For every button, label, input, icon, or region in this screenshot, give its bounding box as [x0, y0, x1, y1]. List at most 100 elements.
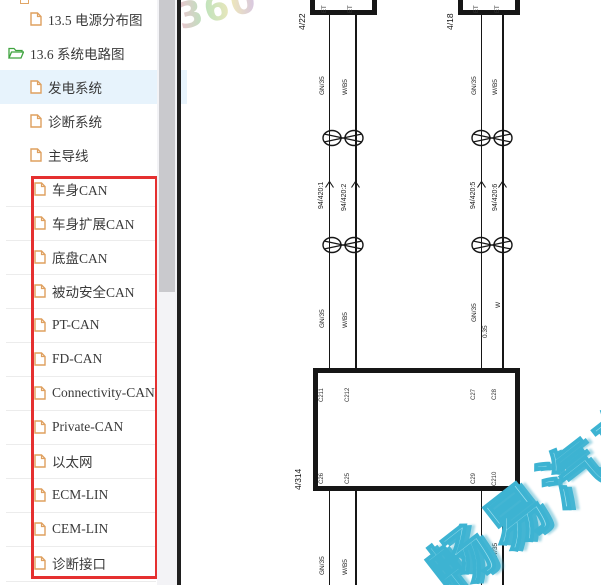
pin-label: C212 [345, 387, 351, 402]
file-icon [34, 352, 46, 366]
pane-divider[interactable] [177, 0, 181, 585]
sidebar-item-power-distribution[interactable]: 13.5 电源分布图 [0, 2, 187, 36]
file-icon [34, 318, 46, 332]
circuit-id-label: 94/420:6 [492, 183, 499, 211]
file-icon [34, 216, 46, 230]
sidebar-item-label: 诊断接口 [52, 557, 106, 572]
scrollbar-thumb[interactable] [159, 0, 175, 292]
wire-color-label: W/B5 [342, 79, 349, 95]
row-divider [6, 444, 156, 445]
sidebar-item-label: PT-CAN [52, 317, 100, 332]
sidebar-item-main-harness[interactable]: 主导线 [0, 138, 187, 172]
file-icon [34, 556, 46, 570]
sidebar-item-label: 13.6 系统电路图 [30, 47, 125, 62]
sidebar-item-diagnostic-system[interactable]: 诊断系统 [0, 104, 187, 138]
sidebar-item-ethernet[interactable]: 以太网 [0, 444, 191, 478]
row-divider [6, 581, 156, 582]
component-box-4-18 [458, 0, 520, 15]
pin-label: C27 [471, 388, 477, 400]
row-divider [6, 478, 156, 479]
sidebar-item-label: 以太网 [52, 455, 93, 470]
component-id-label: 4/18 [445, 13, 455, 30]
wiring-diagram-canvas: 360 4/22 4/18 ET ET ET ET 94/420:1 [181, 0, 601, 585]
sidebar-item-body-ext-can[interactable]: 车身扩展CAN [0, 206, 191, 240]
sidebar-item-system-circuits-folder[interactable]: 13.6 系统电路图 [0, 36, 165, 70]
wire-color-label: W/35 [492, 542, 499, 558]
wire-can-high-right [501, 491, 504, 585]
file-icon [34, 522, 46, 536]
sidebar-item-chassis-can[interactable]: 底盘CAN [0, 240, 191, 274]
sidebar-item-label: ECM-LIN [52, 487, 109, 502]
wire-can-low-left [329, 491, 331, 585]
sidebar-item-connectivity-can[interactable]: Connectivity-CAN [0, 376, 191, 410]
pin-label: C26 [319, 472, 325, 484]
direction-arrow-icon [498, 181, 507, 188]
sidebar-item-body-can[interactable]: 车身CAN [0, 172, 191, 206]
sidebar-item-diagnostic-port[interactable]: 诊断接口 [0, 546, 191, 580]
pin-label: ET [348, 5, 354, 13]
wire-size-label: 0.35 [482, 325, 489, 338]
file-icon [34, 420, 46, 434]
row-divider [6, 376, 156, 377]
sidebar-item-label: FD-CAN [52, 351, 103, 366]
file-icon [30, 148, 42, 162]
row-divider [6, 546, 156, 547]
pin-label: ET [495, 5, 501, 13]
sidebar-item-passive-safety-can[interactable]: 被动安全CAN [0, 274, 191, 308]
component-id-label: 4/314 [293, 468, 303, 490]
row-divider [6, 274, 156, 275]
site-logo: 360 [181, 0, 262, 38]
folder-open-icon [8, 47, 24, 59]
pin-label: C28 [492, 388, 498, 400]
file-icon [34, 488, 46, 502]
sidebar-item-label: 车身CAN [52, 183, 108, 198]
sidebar-scrollbar[interactable] [157, 0, 177, 585]
direction-arrow-icon [477, 181, 486, 188]
wire-can-high-right [501, 15, 504, 368]
row-divider [6, 206, 156, 207]
pin-label: C25 [345, 472, 351, 484]
wire-can-high-left [354, 15, 357, 368]
sidebar-item-label: 底盘CAN [52, 251, 108, 266]
sidebar-item-ecm-lin[interactable]: ECM-LIN [0, 478, 191, 512]
file-icon [34, 250, 46, 264]
wire-color-label: W/B5 [342, 559, 349, 575]
sidebar-item-label: 车身扩展CAN [52, 217, 135, 232]
row-divider [6, 308, 156, 309]
sidebar-item-label: 诊断系统 [48, 115, 102, 130]
wire-color-label: W/B5 [492, 79, 499, 95]
row-divider [6, 410, 156, 411]
component-id-label: 4/22 [297, 13, 307, 30]
wire-color-label: GN/35 [319, 309, 326, 328]
sidebar-item-cem-lin[interactable]: CEM-LIN [0, 512, 191, 546]
twisted-pair-icon [471, 129, 513, 147]
wire-color-label: GN/35 [471, 539, 478, 558]
twisted-pair-icon [322, 236, 364, 254]
wire-can-low-right [481, 15, 483, 368]
file-icon [30, 80, 42, 94]
wire-color-label: GN/35 [471, 76, 478, 95]
wire-can-high-left [354, 491, 357, 585]
sidebar-item-label: Private-CAN [52, 419, 124, 434]
circuit-id-label: 94/420:2 [341, 183, 348, 211]
sidebar-item-label: Connectivity-CAN [52, 385, 155, 400]
sidebar-item-label: 13.5 电源分布图 [48, 13, 143, 28]
sidebar-item-fd-can[interactable]: FD-CAN [0, 342, 191, 376]
sidebar-item-pt-can[interactable]: PT-CAN [0, 308, 191, 342]
file-icon [34, 454, 46, 468]
file-icon [34, 284, 46, 298]
circuit-id-label: 94/420:5 [470, 181, 477, 209]
wire-can-low-left [329, 15, 331, 368]
pin-label: ET [322, 5, 328, 13]
sidebar-item-private-can[interactable]: Private-CAN [0, 410, 191, 444]
file-icon [30, 12, 42, 26]
sidebar-item-label: 发电系统 [48, 81, 102, 96]
sidebar-item-label: 被动安全CAN [52, 285, 135, 300]
twisted-pair-icon [322, 129, 364, 147]
sidebar-item-charging-system[interactable]: 发电系统 [0, 70, 187, 104]
circuit-id-label: 94/420:1 [318, 181, 325, 209]
file-icon [34, 386, 46, 400]
row-divider [6, 240, 156, 241]
pin-label: ET [474, 5, 480, 13]
twisted-pair-icon [471, 236, 513, 254]
